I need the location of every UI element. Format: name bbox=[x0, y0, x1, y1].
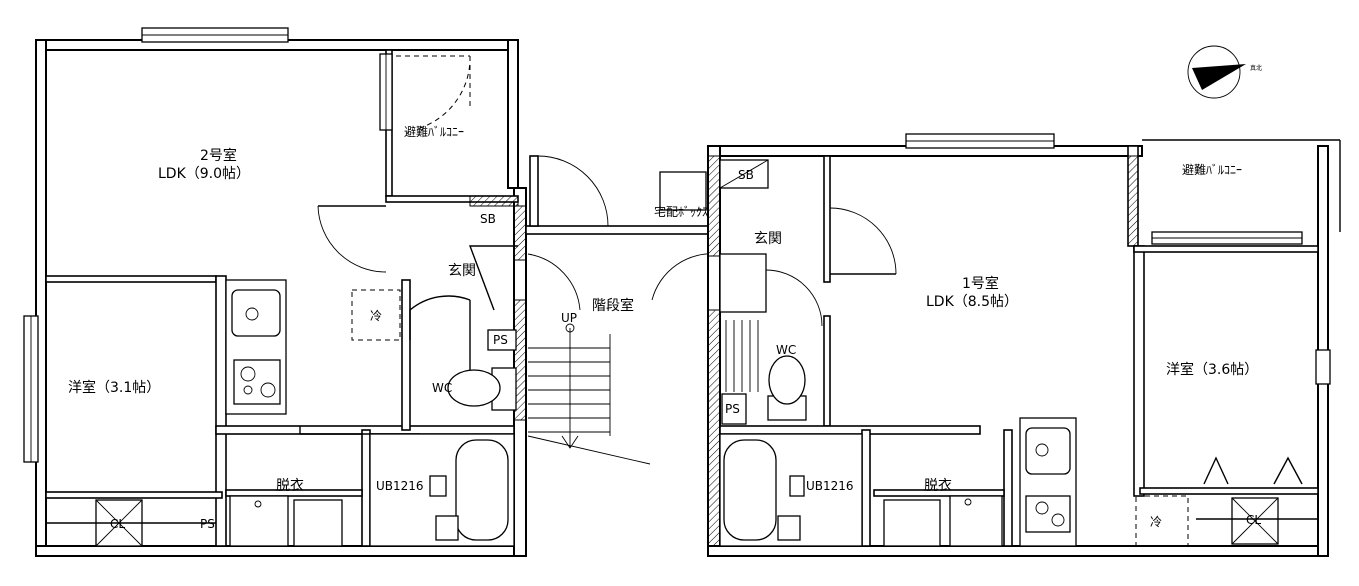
unit-2-toilet bbox=[447, 329, 517, 411]
unit-1-bath bbox=[719, 433, 863, 547]
unit-2-closet bbox=[46, 499, 216, 547]
unit-2-windows bbox=[23, 27, 393, 463]
sb-left-label: SB bbox=[480, 212, 496, 226]
delivery-box-label: 宅配ﾎﾞｯｸｽ bbox=[654, 204, 708, 219]
fridge-left-label: 冷 bbox=[370, 309, 382, 323]
stair-up-label: UP bbox=[561, 311, 577, 325]
balcony-right-label: 避難ﾊﾞﾙｺﾆｰ bbox=[1182, 162, 1242, 177]
unit-1-fridge bbox=[1135, 495, 1189, 547]
entrance-left-label: 玄関 bbox=[448, 262, 476, 279]
unit-2-fridge bbox=[351, 289, 401, 341]
fridge-right-label: 冷 bbox=[1150, 515, 1162, 529]
unit-1-balcony-outline bbox=[1142, 139, 1341, 232]
room1-ldk-label: LDK（8.5帖） bbox=[926, 294, 1018, 310]
stair-room-label: 階段室 bbox=[592, 297, 634, 314]
ps-right-label: PS bbox=[725, 402, 740, 416]
north-label: 真北 bbox=[1250, 64, 1262, 72]
unit-1-doors bbox=[719, 207, 897, 327]
room1-name-label: 1号室 bbox=[962, 275, 999, 292]
dressing-left-label: 脱衣 bbox=[276, 478, 304, 494]
unit-2-walls bbox=[35, 39, 527, 557]
unit-1-kitchen bbox=[1019, 417, 1077, 547]
unit-1-stairs bbox=[725, 320, 759, 392]
dressing-right-label: 脱衣 bbox=[924, 478, 952, 494]
ps-left-label: PS bbox=[493, 333, 508, 347]
unit-1-toilet bbox=[767, 355, 807, 421]
unit-2-dressing bbox=[229, 495, 343, 547]
wc-right-label: WC bbox=[776, 343, 796, 357]
ps-bottom-left-label: PS bbox=[200, 517, 215, 531]
western-room-right-label: 洋室（3.6帖） bbox=[1166, 361, 1258, 378]
unit-2-balcony-door-swing bbox=[419, 55, 471, 129]
unit-2-kitchen bbox=[225, 279, 287, 415]
room2-ldk-label: LDK（9.0帖） bbox=[158, 166, 250, 182]
north-arrow bbox=[1187, 45, 1246, 99]
bath-left-label: UB1216 bbox=[376, 479, 424, 493]
unit-1-dressing bbox=[883, 495, 1003, 547]
stairwell bbox=[525, 155, 719, 465]
unit-1-windows bbox=[905, 133, 1331, 385]
entrance-right-label: 玄関 bbox=[754, 230, 782, 247]
unit-1-walls bbox=[707, 145, 1329, 557]
bath-right-label: UB1216 bbox=[806, 479, 854, 493]
unit-1-ps bbox=[721, 393, 747, 425]
unit-1-sb bbox=[719, 159, 769, 189]
unit-1-closet bbox=[1196, 456, 1318, 545]
western-room-left-label: 洋室（3.1帖） bbox=[68, 379, 160, 396]
unit-2-balcony-outline bbox=[396, 55, 471, 110]
unit-2-bath bbox=[369, 433, 515, 547]
wc-left-label: WC bbox=[432, 381, 452, 395]
sb-right-label: SB bbox=[738, 168, 754, 182]
closet-right-label: CL bbox=[1246, 513, 1261, 527]
balcony-left-label: 避難ﾊﾞﾙｺﾆｰ bbox=[404, 124, 464, 139]
room2-name-label: 2号室 bbox=[200, 147, 237, 164]
closet-left-label: CL bbox=[110, 517, 125, 531]
